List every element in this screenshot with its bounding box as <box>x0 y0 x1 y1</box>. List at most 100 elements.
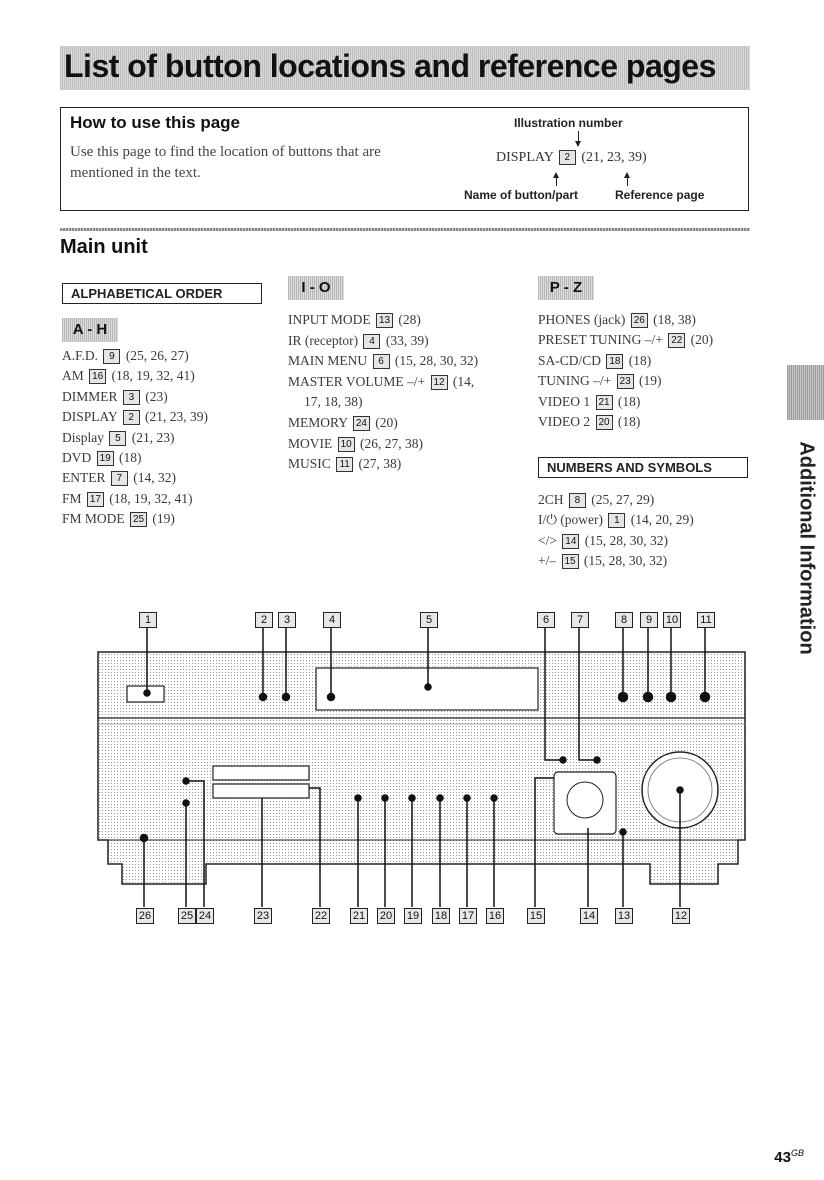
name-label: Name of button/part <box>464 188 578 202</box>
howto-box <box>60 107 749 211</box>
entry-number: 5 <box>109 430 127 446</box>
entry-name: MAIN MENU <box>288 353 368 369</box>
callout-number: 3 <box>278 612 296 628</box>
entry-number: 24 <box>352 415 370 431</box>
entry-name: Display <box>62 429 104 445</box>
entry-pages: (28) <box>395 312 421 327</box>
arrow-down-icon <box>578 131 579 143</box>
entry-pages: (18, 19, 32, 41) <box>108 368 195 384</box>
entry-name: MOVIE <box>288 435 333 451</box>
page-number-suffix: GB <box>790 1148 804 1158</box>
callout-number: 1 <box>139 612 157 628</box>
callout-number: 24 <box>196 908 214 924</box>
list-item: 17, 18, 38) <box>288 392 478 413</box>
arrow-up-stem <box>627 177 628 186</box>
alphabetical-order-header: ALPHABETICAL ORDER <box>62 283 262 304</box>
entry-name: 2CH <box>538 492 564 507</box>
entry-pages: (14, 32) <box>129 470 176 486</box>
entry-number: 13 <box>376 313 394 328</box>
page-number: 43GB <box>774 1148 804 1166</box>
list-i-o: INPUT MODE 13 (28)IR (receptor) 4 (33, 3… <box>288 310 478 475</box>
list-a-h: A.F.D. 9 (25, 26, 27)AM 16 (18, 19, 32, … <box>62 346 208 530</box>
entry-name: ENTER <box>62 470 106 486</box>
list-p-z: PHONES (jack) 26 (18, 38)PRESET TUNING –… <box>538 310 713 432</box>
entry-number: 9 <box>103 349 121 364</box>
callout-number: 16 <box>486 908 504 924</box>
list-item: PHONES (jack) 26 (18, 38) <box>538 310 713 330</box>
entry-name: DISPLAY <box>62 409 118 425</box>
callout-number: 14 <box>580 908 598 924</box>
callout-number: 6 <box>537 612 555 628</box>
entry-pages: (20) <box>687 332 714 348</box>
list-item: DVD 19 (18) <box>62 448 208 468</box>
numbers-symbols-header: NUMBERS AND SYMBOLS <box>538 457 748 478</box>
list-item: MAIN MENU 6 (15, 28, 30, 32) <box>288 351 478 372</box>
entry-pages: (18) <box>625 352 652 368</box>
list-item: 2CH 8 (25, 27, 29) <box>538 490 694 510</box>
entry-name: VIDEO 2 <box>538 414 591 430</box>
entry-pages: (19) <box>149 511 175 527</box>
entry-pages: (18) <box>115 450 142 466</box>
entry-number: 21 <box>595 394 613 410</box>
entry-number: 8 <box>568 493 586 508</box>
list-item: INPUT MODE 13 (28) <box>288 310 478 331</box>
title-banner <box>60 46 750 90</box>
page-number-value: 43 <box>774 1149 791 1166</box>
section-rule <box>60 228 750 231</box>
entry-pages: (15, 28, 30, 32) <box>581 532 668 548</box>
entry-number: 10 <box>337 436 355 452</box>
callout-number: 7 <box>571 612 589 628</box>
list-item: VIDEO 1 21 (18) <box>538 392 713 412</box>
entry-pages: (15, 28, 30, 32) <box>391 353 479 369</box>
entry-name: FM <box>62 490 82 506</box>
entry-number: 11 <box>336 457 354 473</box>
callout-number: 2 <box>255 612 273 628</box>
callout-number: 18 <box>432 908 450 924</box>
entry-name: AM <box>62 368 84 384</box>
list-item: IR (receptor) 4 (33, 39) <box>288 331 478 352</box>
preset-bar <box>212 783 310 799</box>
callout-number: 15 <box>527 908 545 924</box>
arrow-up-icon <box>553 172 559 178</box>
callout-number: 10 <box>663 612 681 628</box>
callout-number: 25 <box>178 908 196 924</box>
list-item: MASTER VOLUME –/+ 12 (14, <box>288 372 478 393</box>
example-name: DISPLAY <box>496 150 554 165</box>
entry-pages: (20) <box>371 414 398 430</box>
entry-name: DIMMER <box>62 388 118 404</box>
entry-pages: (23) <box>141 388 168 404</box>
list-item: TUNING –/+ 23 (19) <box>538 371 713 391</box>
entry-pages: (25, 26, 27) <box>122 348 189 363</box>
entry-name: VIDEO 1 <box>538 393 591 409</box>
list-item: DISPLAY 2 (21, 23, 39) <box>62 407 208 427</box>
entry-pages: (19) <box>635 373 662 389</box>
list-item: FM 17 (18, 19, 32, 41) <box>62 489 208 509</box>
entry-number: 26 <box>630 313 648 328</box>
tag-i-o: I - O <box>288 276 344 300</box>
list-item: I/⏻ (power) 1 (14, 20, 29) <box>538 510 694 530</box>
entry-name: MUSIC <box>288 456 331 472</box>
callout-number: 11 <box>697 612 715 628</box>
callout-number: 23 <box>254 908 272 924</box>
list-item: MOVIE 10 (26, 27, 38) <box>288 434 478 455</box>
entry-number: 2 <box>122 410 140 426</box>
list-item: ENTER 7 (14, 32) <box>62 468 208 488</box>
list-item: </> 14 (15, 28, 30, 32) <box>538 531 694 551</box>
callout-number: 17 <box>459 908 477 924</box>
list-item: DIMMER 3 (23) <box>62 387 208 407</box>
entry-name: +/– <box>538 553 557 569</box>
entry-pages: (18) <box>614 393 641 409</box>
entry-pages: (26, 27, 38) <box>356 435 423 451</box>
callout-number: 12 <box>672 908 690 924</box>
receiver-illustration <box>97 628 746 907</box>
callout-number: 9 <box>640 612 658 628</box>
callout-number: 5 <box>420 612 438 628</box>
entry-number: 4 <box>363 333 381 349</box>
tag-a-h: A - H <box>62 318 118 342</box>
entry-pages: (18, 19, 32, 41) <box>105 490 193 506</box>
entry-name: IR (receptor) <box>288 332 359 348</box>
entry-name: SA-CD/CD <box>538 352 602 368</box>
entry-name: PHONES (jack) <box>538 312 626 327</box>
entry-name: MASTER VOLUME –/+ <box>288 373 426 389</box>
callout-number: 13 <box>615 908 633 924</box>
